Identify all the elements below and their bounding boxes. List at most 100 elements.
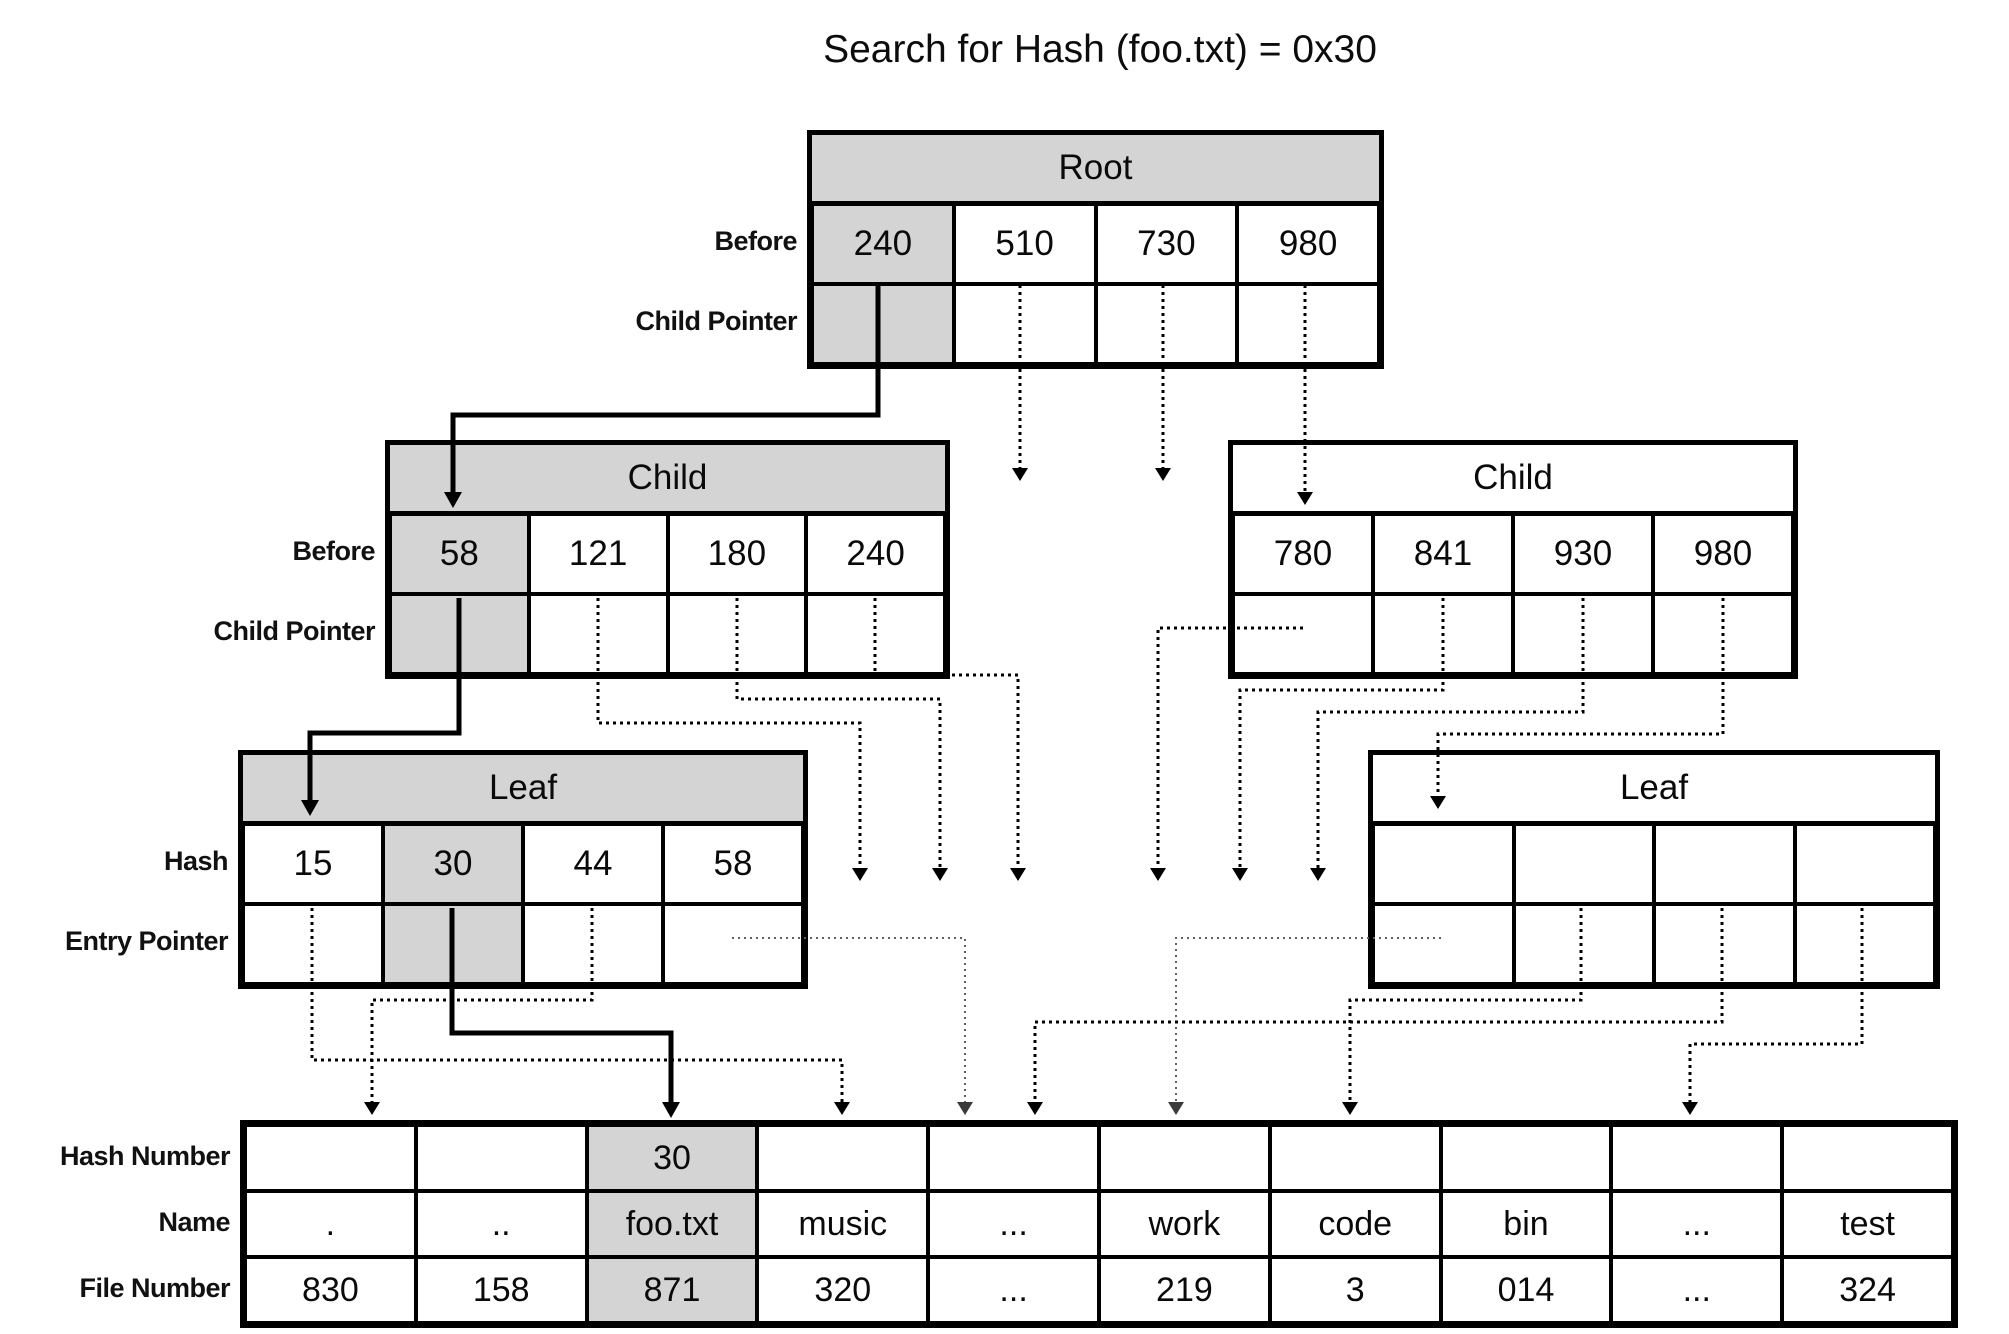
- arrowhead-child-121-pointer: [852, 868, 868, 881]
- leaf_left-cell-r2-c2: [383, 904, 523, 984]
- child_left-cell-r2-c3: [667, 594, 807, 674]
- leaf_right-cell-r2-c3: [1654, 904, 1795, 984]
- directory-cell-r2-c10: test: [1782, 1191, 1953, 1257]
- arrowhead-rleaf-entry3-pointer: [1027, 1102, 1043, 1115]
- leaf_left-cell-r1-c3: 44: [523, 824, 663, 904]
- child-row-label-child-pointer: Child Pointer: [213, 615, 376, 646]
- leaf_left-cell-r1-c1: 15: [243, 824, 383, 904]
- leaf_right-cell-r2-c1: [1373, 904, 1514, 984]
- directory-cell-r3-c5: ...: [928, 1257, 1099, 1323]
- directory-cell-r3-c3: 871: [586, 1257, 758, 1323]
- arrowhead-child-240-pointer: [1010, 868, 1026, 881]
- directory-row-label-file-number: File Number: [79, 1272, 230, 1303]
- child_right-header: Child: [1233, 445, 1793, 514]
- directory-cell-r3-c6: 219: [1099, 1257, 1270, 1323]
- arrowhead-rchild-930-pointer: [1310, 868, 1326, 881]
- child_right-cell-r2-c3: [1513, 594, 1653, 674]
- directory-cell-r2-c1: .: [245, 1191, 416, 1257]
- child_left-cell-r1-c4: 240: [806, 514, 945, 594]
- child_left-cell-r2-c2: [528, 594, 668, 674]
- arrowhead-root-730-pointer: [1155, 468, 1171, 481]
- leaf_right-cell-r2-c2: [1513, 904, 1654, 984]
- child-row-label-before: Before: [292, 535, 375, 566]
- arrowhead-leaf-15-pointer: [834, 1102, 850, 1115]
- child_right-cell-r1-c4: 980: [1653, 514, 1793, 594]
- directory-cell-r1-c6: [1099, 1125, 1270, 1191]
- arrowhead-root-510-pointer: [1012, 468, 1028, 481]
- leaf-row-label-entry-pointer: Entry Pointer: [64, 925, 229, 956]
- directory-cell-r1-c7: [1269, 1125, 1441, 1191]
- directory-cell-r2-c5: ...: [928, 1191, 1099, 1257]
- arrowhead-child-180-pointer: [932, 868, 948, 881]
- child_right-cell-r2-c2: [1373, 594, 1513, 674]
- root-cell-r1-c2: 510: [953, 204, 1096, 284]
- leaf_right-cell-r1-c3: [1654, 824, 1795, 904]
- directory-cell-r2-c7: code: [1269, 1191, 1441, 1257]
- directory-cell-r1-c9: [1611, 1125, 1783, 1191]
- leaf_left-cell-r2-c4: [663, 904, 803, 984]
- root-row-label-before: Before: [714, 225, 797, 256]
- directory-cell-r2-c4: music: [757, 1191, 929, 1257]
- leaf_right-cell-r1-c2: [1513, 824, 1654, 904]
- directory-cell-r1-c8: [1440, 1125, 1612, 1191]
- leaf-row-label-hash: Hash: [163, 845, 229, 876]
- directory-row-label-hash-number: Hash Number: [59, 1140, 231, 1171]
- arrowhead-rleaf-entry2-pointer: [1342, 1102, 1358, 1115]
- directory-cell-r1-c1: [245, 1125, 416, 1191]
- directory-cell-r1-c4: [757, 1125, 929, 1191]
- directory-cell-r2-c3: foo.txt: [586, 1191, 758, 1257]
- directory-cell-r1-c2: [415, 1125, 587, 1191]
- child_right-cell-r1-c2: 841: [1373, 514, 1513, 594]
- directory-cell-r3-c10: 324: [1782, 1257, 1953, 1323]
- directory-cell-r3-c2: 158: [415, 1257, 587, 1323]
- child_left-cell-r1-c2: 121: [528, 514, 668, 594]
- leaf_left-cell-r2-c1: [243, 904, 383, 984]
- root-cell-r2-c4: [1237, 284, 1379, 364]
- directory-cell-r3-c1: 830: [245, 1257, 416, 1323]
- leaf_left-cell-r2-c3: [523, 904, 663, 984]
- root-cell-r2-c3: [1095, 284, 1238, 364]
- root-cell-r1-c3: 730: [1095, 204, 1238, 284]
- leaf_left-cell-r1-c2: 30: [383, 824, 523, 904]
- root-cell-r2-c1: [812, 284, 954, 364]
- arrowhead-rleaf-entry1-pointer: [1168, 1102, 1184, 1115]
- arrowhead-leaf-58-pointer: [957, 1102, 973, 1115]
- child_right-cell-r1-c1: 780: [1233, 514, 1373, 594]
- directory-cell-r2-c9: ...: [1611, 1191, 1783, 1257]
- directory-row-label-name: Name: [158, 1206, 230, 1237]
- diagram-title: Search for Hash (foo.txt) = 0x30: [823, 28, 1377, 71]
- directory-cell-r1-c10: [1782, 1125, 1953, 1191]
- arrowhead-rchild-841-pointer: [1232, 868, 1248, 881]
- arrowhead-rchild-780-pointer: [1150, 868, 1166, 881]
- child_right-cell-r1-c3: 930: [1513, 514, 1653, 594]
- directory-cell-r2-c2: ..: [415, 1191, 587, 1257]
- root-cell-r1-c1: 240: [812, 204, 954, 284]
- directory-cell-r3-c9: ...: [1611, 1257, 1783, 1323]
- child_left-cell-r1-c3: 180: [667, 514, 807, 594]
- leaf_right-cell-r1-c1: [1373, 824, 1514, 904]
- directory-cell-r1-c3: 30: [586, 1125, 758, 1191]
- child_left-cell-r2-c4: [806, 594, 945, 674]
- leaf_right-cell-r1-c4: [1794, 824, 1935, 904]
- root-row-label-child-pointer: Child Pointer: [635, 305, 798, 336]
- leaf_left-header: Leaf: [243, 755, 803, 824]
- arrowhead-rleaf-entry4-pointer: [1682, 1102, 1698, 1115]
- right-leaf-table: Leaf: [1368, 750, 1940, 989]
- root-header: Root: [812, 135, 1379, 204]
- directory-cell-r1-c5: [928, 1125, 1099, 1191]
- arrowhead-leaf-44-pointer: [364, 1102, 380, 1115]
- arrowhead-leaf-30-to-entry-foo-txt: [662, 1102, 680, 1118]
- leaf_right-header: Leaf: [1373, 755, 1935, 824]
- directory-cell-r3-c4: 320: [757, 1257, 929, 1323]
- directory-cell-r3-c7: 3: [1269, 1257, 1441, 1323]
- directory-cell-r3-c8: 014: [1440, 1257, 1612, 1323]
- child_left-header: Child: [390, 445, 945, 514]
- directory-cell-r2-c6: work: [1099, 1191, 1270, 1257]
- leaf_left-cell-r1-c4: 58: [663, 824, 803, 904]
